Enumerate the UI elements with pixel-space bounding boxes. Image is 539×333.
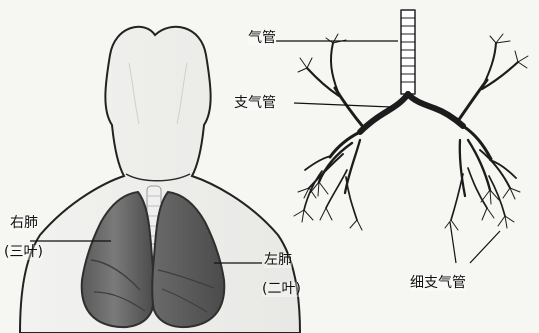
- label-zhiqiguan: 支气管: [234, 96, 276, 111]
- trachea-illustration: [401, 10, 415, 94]
- label-right-lung: 右肺: [10, 216, 38, 231]
- label-xizhiqiguan: 细支气管: [410, 276, 466, 291]
- bronchial-tree: [294, 10, 528, 230]
- label-left-lung: 左肺: [264, 253, 292, 268]
- label-right-lobes: (三叶): [4, 245, 43, 260]
- label-left-lobes: (二叶): [262, 282, 301, 297]
- label-qiguan: 气管: [248, 31, 276, 46]
